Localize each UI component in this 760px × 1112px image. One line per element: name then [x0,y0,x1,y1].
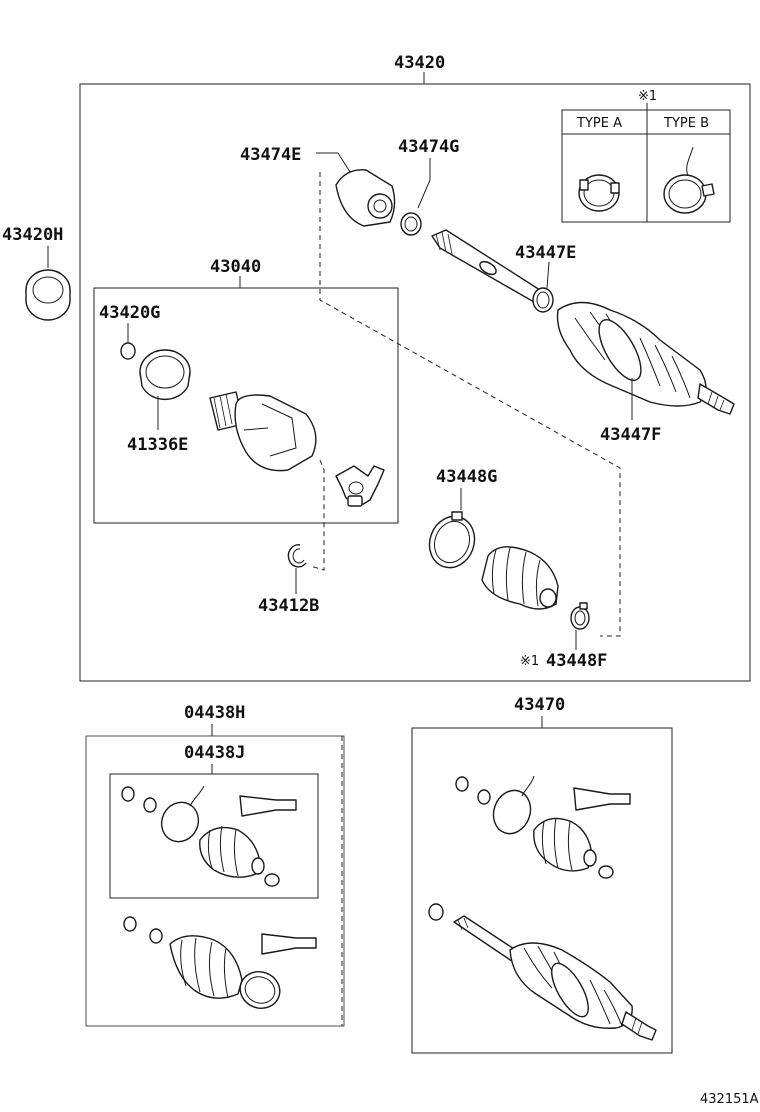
boot-kit-04438J-frame [109,773,319,899]
clamp-type-table: TYPE A TYPE B ※1 [561,89,731,223]
label-43447F[interactable]: 43447F [600,425,661,445]
clamp-type-a-icon [578,174,620,212]
type-b-header: TYPE B [663,116,709,131]
outer-joint-boot-icon [556,301,735,415]
inner-boot-icon [481,546,559,610]
clamp-43448G-icon [428,511,476,569]
label-43448F[interactable]: 43448F [546,651,607,671]
kit-04438J-parts-icon [121,785,297,887]
label-43474E[interactable]: 43474E [240,145,301,165]
label-43040[interactable]: 43040 [210,257,261,277]
label-43420H[interactable]: 43420H [2,225,63,245]
label-43412B[interactable]: 43412B [258,596,319,616]
label-43420G[interactable]: 43420G [99,303,160,323]
tripod-spider-icon [335,465,385,507]
label-04438J[interactable]: 04438J [184,743,245,763]
clamp-43447E-icon [532,287,554,313]
damper-43474E-icon [335,169,396,227]
diagram-id: 432151A [700,1092,759,1107]
clamp-type-b-icon [663,146,715,214]
ring-41336E-icon [139,349,191,401]
clamp-43448F-icon [570,602,590,630]
label-43474G[interactable]: 43474G [398,137,459,157]
snap-ring-43412B-icon [287,544,307,568]
note-mark-table: ※1 [638,89,657,104]
snap-ring-43420G-icon [120,342,136,360]
label-04438H[interactable]: 04438H [184,703,245,723]
kit-04438H-parts-icon [123,916,317,1009]
type-a-header: TYPE A [576,116,622,131]
label-43447E[interactable]: 43447E [515,243,576,263]
kit-43470-parts-icon [428,775,657,1041]
label-43470[interactable]: 43470 [514,695,565,715]
label-41336E[interactable]: 41336E [127,435,188,455]
joint-kit-43470-frame [411,727,673,1054]
clip-43474G-icon [400,212,422,236]
assembly-43420-frame [79,83,751,682]
drive-shaft-icon [431,229,541,303]
label-43420[interactable]: 43420 [394,53,445,73]
note-mark-43448F: ※1 [520,654,539,669]
bearing-43420H-icon [25,269,71,321]
label-43448G[interactable]: 43448G [436,467,497,487]
tripod-housing-icon [209,391,317,472]
inner-joint-43040-frame [93,287,399,524]
boot-kit-04438H-frame [85,735,345,1027]
